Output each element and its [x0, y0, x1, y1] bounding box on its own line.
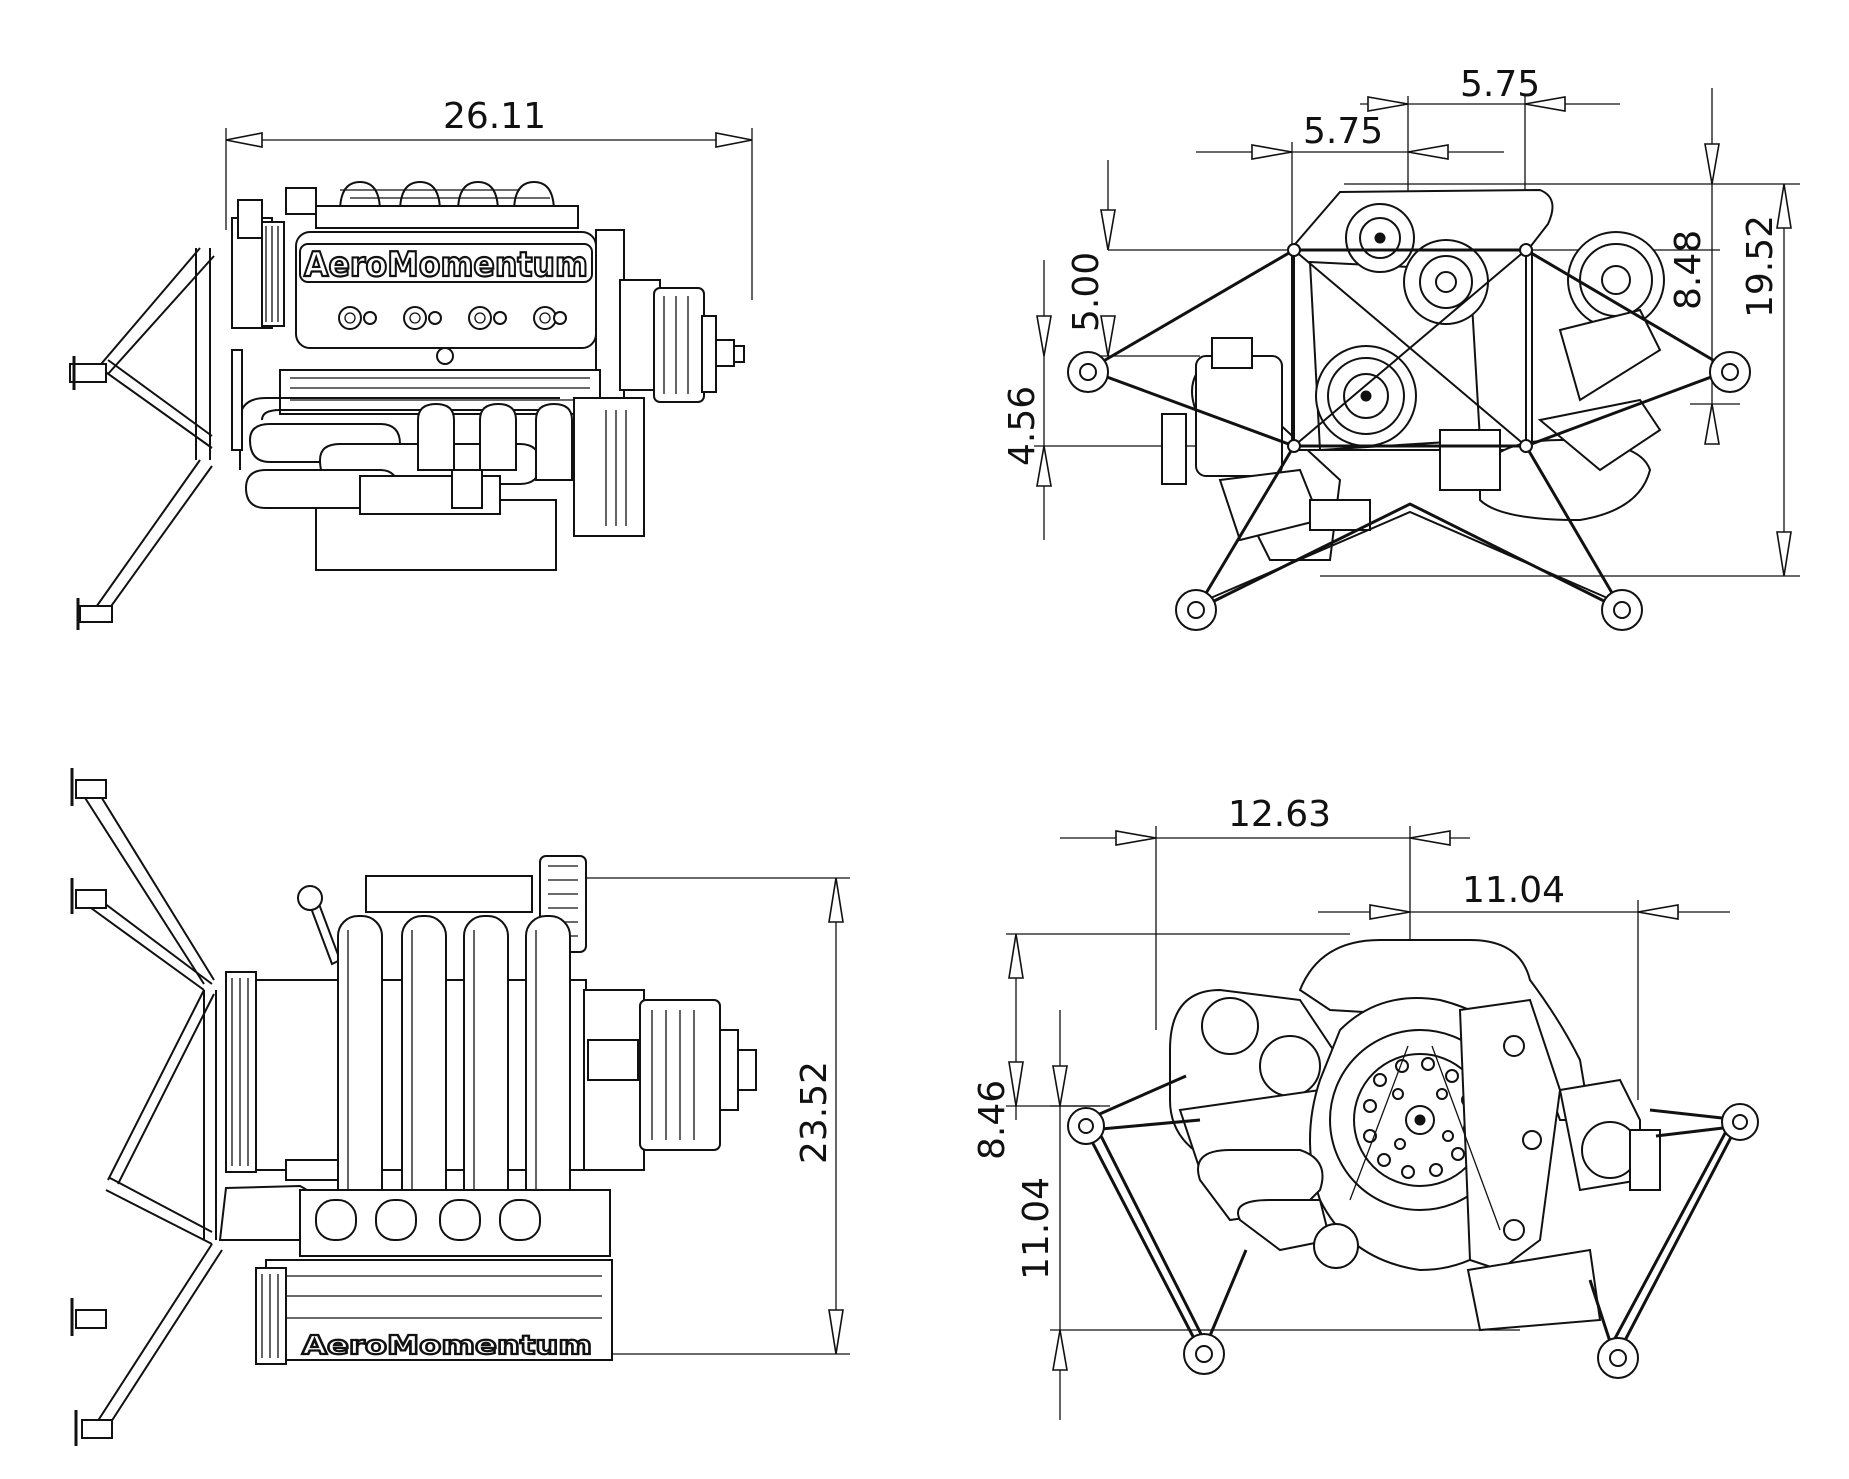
dim-label-5-75-second: 5.75: [1303, 111, 1383, 152]
dim-label-5-00: 5.00: [1066, 252, 1107, 332]
dim-19-52: 19.52: [1320, 183, 1800, 577]
dim-label-11-04-left: 11.04: [1016, 1177, 1057, 1280]
dim-4-56: 4.56: [1002, 260, 1294, 540]
engine-body-plan: AeroMomentum: [218, 855, 757, 1365]
engine-stand-bottom: [70, 768, 223, 1446]
view-plan-bottom: 23.52: [70, 768, 850, 1446]
dim-8-46: 8.46: [972, 933, 1350, 1160]
dim-5-75-second: 5.75: [1196, 111, 1504, 260]
engine-body-top: AeroMomentum: [231, 180, 745, 571]
dim-label-5-75-top: 5.75: [1460, 64, 1540, 105]
dim-8-48: 8.48: [1526, 88, 1740, 445]
view-front-top: 5.75 5.75 5.00 4.56: [1002, 64, 1800, 631]
dim-11-04-top: 11.04: [1318, 870, 1730, 1100]
dim-12-63: 12.63: [1060, 794, 1470, 1030]
dim-label-12-63: 12.63: [1228, 794, 1331, 835]
dim-23-52: 23.52: [560, 877, 850, 1355]
dim-26-11: 26.11: [225, 96, 753, 300]
dim-11-04-left: 11.04: [1016, 1010, 1520, 1420]
dim-5-00: 5.00: [1066, 160, 1300, 357]
dim-label-8-48: 8.48: [1668, 230, 1709, 310]
dim-label-19-52: 19.52: [1740, 215, 1781, 318]
engine-frame-front: [1067, 243, 1751, 631]
engine-stand-top: [69, 247, 215, 630]
dim-label-4-56: 4.56: [1002, 386, 1043, 466]
dim-label-23-52: 23.52: [794, 1061, 835, 1164]
dim-label-26-11: 26.11: [443, 96, 546, 137]
view-rear-bottom: 12.63 11.04 8.46 11.04: [972, 794, 1759, 1420]
dim-5-75-top: 5.75: [1360, 64, 1620, 250]
view-side-top: 26.11: [69, 96, 753, 630]
dim-label-11-04-top: 11.04: [1462, 870, 1565, 911]
logo-bottom-view: AeroMomentum: [302, 1331, 592, 1361]
logo-top-view: AeroMomentum: [304, 245, 588, 285]
engine-body-rear: [1169, 939, 1661, 1332]
engine-frame-rear: [1067, 1074, 1759, 1379]
dim-label-8-46: 8.46: [972, 1080, 1013, 1160]
